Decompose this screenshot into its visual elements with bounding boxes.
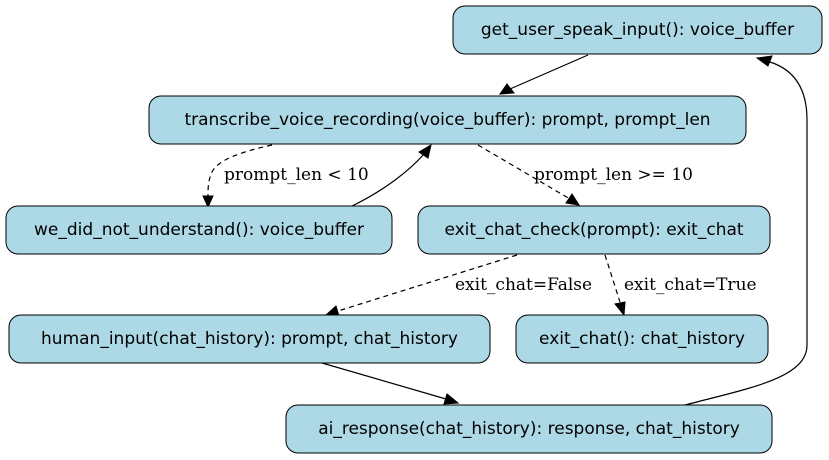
edge-not-understand-to-transcribe bbox=[351, 143, 432, 207]
node-label-transcribe-voice-recording: transcribe_voice_recording(voice_buffer)… bbox=[184, 110, 710, 130]
edge-ai-response-to-get-input bbox=[684, 55, 808, 406]
edge-human-input-to-ai-response bbox=[321, 362, 460, 405]
node-label-exit-chat: exit_chat(): chat_history bbox=[539, 329, 745, 349]
edge-transcribe-to-exit-check bbox=[477, 144, 581, 206]
node-exit-chat-check: exit_chat_check(prompt): exit_chat bbox=[417, 205, 771, 255]
node-label-ai-response: ai_response(chat_history): response, cha… bbox=[318, 419, 740, 439]
edge-label-exit-chat-true: exit_chat=True bbox=[624, 275, 757, 295]
node-label-exit-chat-check: exit_chat_check(prompt): exit_chat bbox=[444, 220, 743, 240]
edge-transcribe-to-not-understand bbox=[202, 144, 273, 209]
node-get-user-speak-input: get_user_speak_input(): voice_buffer bbox=[452, 5, 823, 55]
node-label-we-did-not-understand: we_did_not_understand(): voice_buffer bbox=[34, 220, 364, 240]
node-we-did-not-understand: we_did_not_understand(): voice_buffer bbox=[5, 205, 393, 255]
edge-get-input-to-transcribe bbox=[498, 54, 589, 95]
node-exit-chat: exit_chat(): chat_history bbox=[515, 314, 769, 364]
edge-exit-check-to-exit-chat bbox=[604, 254, 626, 317]
edge-label-exit-chat-false: exit_chat=False bbox=[455, 275, 592, 295]
edge-label-prompt-len-lt-10: prompt_len < 10 bbox=[224, 165, 369, 185]
node-human-input: human_input(chat_history): prompt, chat_… bbox=[8, 314, 491, 364]
edge-label-prompt-len-gte-10: prompt_len >= 10 bbox=[534, 165, 693, 185]
node-transcribe-voice-recording: transcribe_voice_recording(voice_buffer)… bbox=[148, 95, 747, 145]
node-label-human-input: human_input(chat_history): prompt, chat_… bbox=[41, 329, 458, 349]
node-ai-response: ai_response(chat_history): response, cha… bbox=[285, 404, 773, 454]
node-label-get-user-speak-input: get_user_speak_input(): voice_buffer bbox=[481, 20, 794, 40]
